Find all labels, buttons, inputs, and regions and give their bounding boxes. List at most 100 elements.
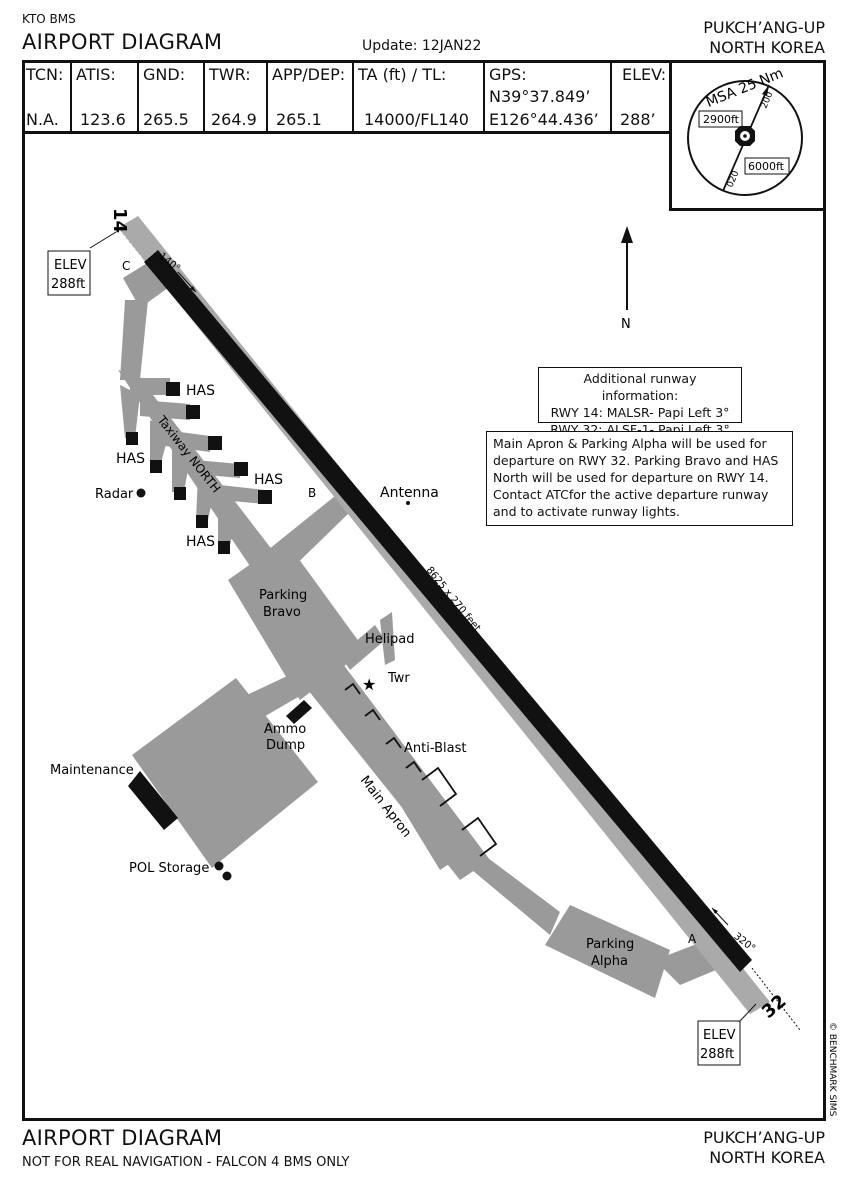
elev-value: 288’ [620, 110, 656, 129]
gnd-cell: GND: 265.5 [139, 61, 205, 132]
has-label-4: HAS [186, 534, 215, 550]
frequency-info-row: TCN: N.A. ATIS: 123.6 GND: 265.5 TWR: 26… [22, 61, 672, 132]
pol-tank-icon [214, 861, 224, 871]
twr-label: TWR: [209, 65, 251, 84]
runway-info-rwy14: RWY 14: MALSR- Papi Left 3° [550, 405, 730, 420]
taxiway-north-label: Taxiway NORTH [154, 412, 223, 495]
departure-note: Main Apron & Parking Alpha will be used … [486, 431, 793, 526]
copyright-label: © BENCHMARK SIMS [827, 1022, 837, 1117]
north-label: N [621, 317, 631, 332]
runway-32-approach-lights [751, 967, 801, 1031]
anti-blast-shelters [344, 682, 498, 857]
footer-location-country: NORTH KOREA [709, 1148, 825, 1167]
has-label-2: HAS [116, 451, 145, 467]
gps-cell: GPS: N39°37.849’ E126°44.436’ [485, 61, 612, 132]
ta-tl-cell: TA (ft) / TL: 14000/FL140 [354, 61, 485, 132]
taxiway-c-label: C [122, 259, 130, 273]
taxiway-network [118, 260, 740, 998]
main-apron [330, 680, 470, 870]
page-title: AIRPORT DIAGRAM [22, 30, 223, 54]
runway-14-threshold-lights [117, 227, 143, 259]
twr-cell: TWR: 264.9 [205, 61, 268, 132]
twr-value: 264.9 [211, 110, 257, 129]
elev-cell: ELEV: 288’ [612, 61, 672, 132]
has-label-3: HAS [254, 472, 283, 488]
tcn-cell: TCN: N.A. [22, 61, 72, 132]
app-dep-cell: APP/DEP: 265.1 [268, 61, 354, 132]
tcn-label: TCN: [26, 65, 64, 84]
msa-diagram: 200 020 MSA 25 Nm 2900ft 6000ft [687, 65, 803, 196]
maintenance-apron [132, 678, 318, 868]
app-dep-value: 265.1 [276, 110, 322, 129]
radar-icon [136, 488, 146, 498]
footer-title: AIRPORT DIAGRAM [22, 1126, 223, 1150]
runway-14-label: 14 [109, 208, 130, 233]
taxiway-a-label: A [688, 932, 697, 946]
gps-latitude: N39°37.849’ [489, 87, 591, 106]
ta-tl-label: TA (ft) / TL: [358, 65, 447, 84]
info-row-divider [22, 131, 672, 134]
footer-disclaimer: NOT FOR REAL NAVIGATION - FALCON 4 BMS O… [22, 1155, 350, 1170]
taxiway-b-label: B [308, 486, 316, 500]
helipad-apron [340, 625, 385, 670]
msa-box-left-border [669, 60, 672, 211]
location-country: NORTH KOREA [709, 38, 825, 57]
gps-longitude: E126°44.436’ [489, 110, 599, 129]
gnd-value: 265.5 [143, 110, 189, 129]
chart-code: KTO BMS [22, 12, 76, 26]
antenna-label: Antenna [380, 485, 439, 501]
elev-top-value: 288ft [51, 277, 85, 292]
atis-cell: ATIS: 123.6 [72, 61, 139, 132]
tower-label: Twr [387, 671, 410, 686]
msa-alt-6000: 6000ft [748, 160, 785, 173]
parking-alpha-label-1: Parking [586, 937, 634, 952]
footer-location-city: PUKCH’ANG-UP [703, 1128, 825, 1147]
hdg-140-arrowhead-icon [190, 286, 196, 292]
vor-icon [735, 126, 755, 146]
msa-alt-2900: 2900ft [703, 113, 740, 126]
parking-bravo-label-2: Bravo [263, 605, 301, 620]
has-shelters [126, 382, 272, 554]
parking-bravo-label-1: Parking [259, 588, 307, 603]
pol-storage-label: POL Storage [129, 861, 209, 876]
hdg-320-arrowhead-icon [712, 908, 718, 914]
parking-bravo-apron [228, 540, 365, 700]
ammo-bunker [286, 700, 312, 724]
tcn-value: N.A. [26, 110, 59, 129]
msa-sector-arrow [762, 85, 769, 96]
diagram-frame [22, 60, 826, 1121]
ta-tl-value: 14000/FL140 [364, 110, 469, 129]
gnd-label: GND: [143, 65, 186, 84]
runway-info-title: Additional runway information: [583, 371, 697, 403]
elev-bottom-leader [739, 1003, 757, 1022]
atis-label: ATIS: [76, 65, 116, 84]
elev-bottom-label: ELEV [703, 1028, 736, 1043]
antenna-icon [406, 501, 410, 505]
runway-14-32 [144, 250, 752, 972]
tower-icon: ★ [362, 675, 376, 694]
msa-alt-box-1 [698, 110, 743, 128]
elev-label: ELEV: [622, 65, 667, 84]
anti-blast-label: Anti-Blast [404, 741, 466, 756]
update-date: Update: 12JAN22 [362, 38, 482, 54]
elev-bottom-value: 288ft [700, 1047, 734, 1062]
msa-box-bottom-border [669, 208, 826, 211]
location-city: PUKCH’ANG-UP [703, 18, 825, 37]
parking-alpha-label-2: Alpha [591, 954, 628, 969]
gps-label: GPS: [489, 65, 527, 84]
helipad-label: Helipad [365, 632, 414, 647]
location: PUKCH’ANG-UP NORTH KOREA [703, 18, 825, 58]
north-arrow-icon [621, 226, 633, 243]
parking-alpha-apron [545, 905, 670, 998]
ammo-dump-label-1: Ammo [264, 722, 306, 737]
msa-alt-box-2 [744, 157, 790, 175]
msa-circle [687, 80, 803, 196]
elev-box-top [47, 250, 91, 296]
maintenance-hangar [128, 771, 178, 830]
atis-value: 123.6 [80, 110, 126, 129]
pol-tank-icon [222, 871, 232, 881]
has-label-1: HAS [186, 383, 215, 399]
elev-top-leader [89, 231, 117, 249]
maintenance-label: Maintenance [50, 763, 134, 778]
